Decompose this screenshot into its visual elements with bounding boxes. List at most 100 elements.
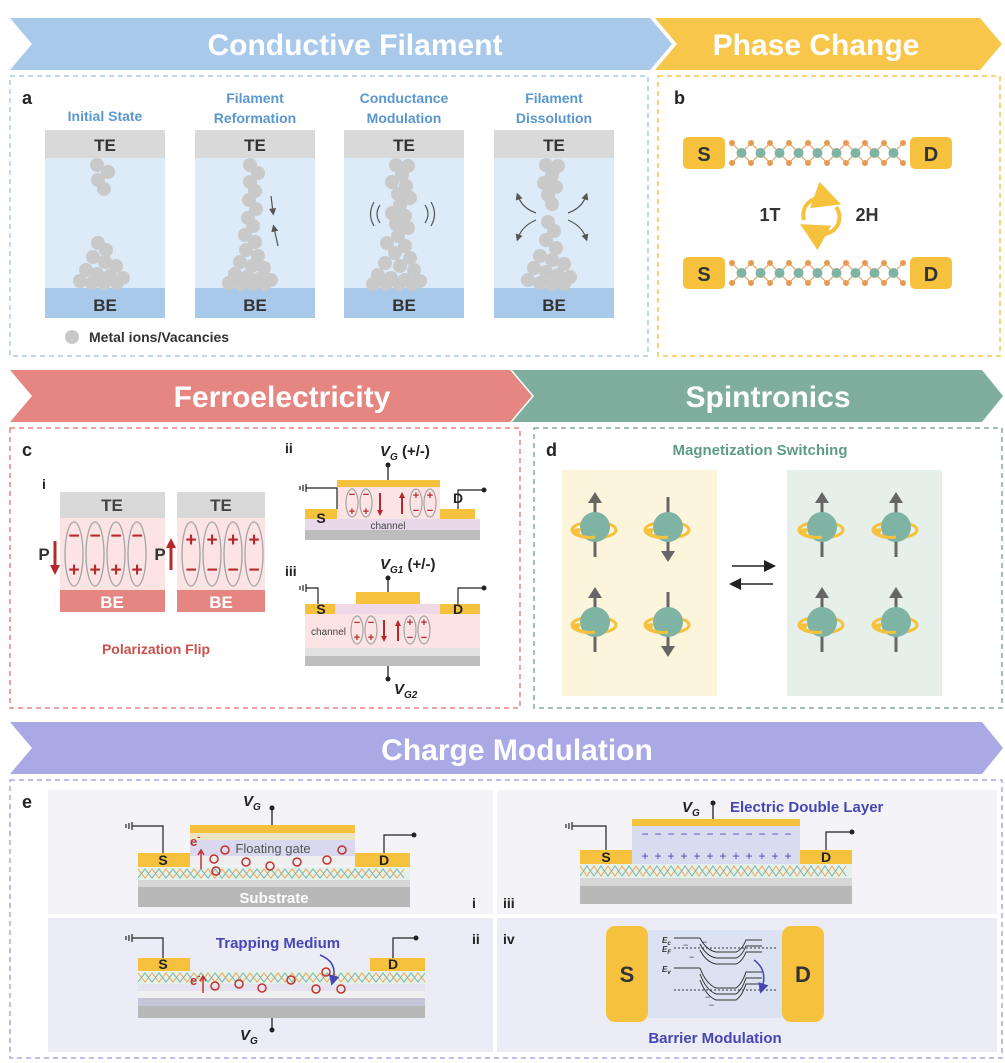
chalcogen-atom <box>786 160 792 166</box>
lattice-1t <box>729 140 906 166</box>
vg-label: VG <box>240 1027 258 1047</box>
floating-gate-label: Floating gate <box>235 841 310 856</box>
legend-label: Metal ions/Vacancies <box>89 329 229 345</box>
polarization-label: P <box>38 545 49 564</box>
drain-label: D <box>388 956 398 972</box>
negative-charge: − <box>706 827 713 841</box>
phase-2h-label: 2H <box>855 205 878 225</box>
chalcogen-atom <box>824 140 830 146</box>
chalcogen-atom <box>805 160 811 166</box>
state-box-left <box>562 470 717 696</box>
dipole-ellipses <box>181 521 264 587</box>
svg-text:−: − <box>131 526 142 547</box>
positive-charge: + <box>706 849 713 863</box>
source-label: S <box>316 510 325 526</box>
channel-label: channel <box>370 521 405 532</box>
negative-charge: − <box>680 827 687 841</box>
device-conductance-modulation: TE BE <box>344 130 464 318</box>
svg-text:+: + <box>185 530 196 551</box>
panel-a-border <box>9 75 649 357</box>
strand <box>579 865 847 877</box>
precession-arrowhead <box>872 528 882 537</box>
banner-ferro-title: Ferroelectricity <box>174 381 391 414</box>
panel-a-letter: a <box>22 88 33 108</box>
precession-arrowhead <box>571 528 581 537</box>
device-filament-dissolution: TE BE <box>494 130 614 318</box>
electron-sphere <box>807 607 837 637</box>
spin-arrowhead <box>588 492 602 503</box>
arrow-down-icon <box>50 565 60 575</box>
be-label: BE <box>209 593 233 612</box>
barrier-modulation-label: Barrier Modulation <box>648 1030 781 1047</box>
chalcogen-atom <box>767 160 773 166</box>
ion-cluster <box>222 158 278 291</box>
panel-e-sub-i: i <box>472 895 476 911</box>
phase-2h-device: S D <box>683 257 952 289</box>
svg-text:+: + <box>89 560 100 581</box>
chalcogen-atom <box>824 160 830 166</box>
negative-charge: − <box>745 827 752 841</box>
metal-atom <box>888 148 899 158</box>
electron-sphere <box>580 512 610 542</box>
strand <box>137 868 405 879</box>
svg-text:+: + <box>110 560 121 581</box>
trapping-medium-label: Trapping Medium <box>216 935 340 952</box>
spin-arrowhead <box>889 492 903 503</box>
source-label: S <box>158 852 167 868</box>
chalcogen-atom <box>786 260 792 266</box>
source-label: S <box>316 601 325 617</box>
chalcogen-atom <box>786 280 792 286</box>
negative-charge: − <box>641 827 648 841</box>
svg-text:+: + <box>363 506 369 518</box>
spin-up-icon <box>797 587 845 652</box>
chalcogen-atom <box>843 280 849 286</box>
positive-charge: + <box>654 849 661 863</box>
banner-phase-change: Phase Change <box>655 18 1002 70</box>
dipole-charges: −−−− ++++ <box>68 526 142 581</box>
be-label: BE <box>93 296 117 315</box>
electron-sphere <box>580 607 610 637</box>
metal-atom <box>812 148 823 158</box>
source-label: S <box>697 144 710 166</box>
channel-lattice <box>137 867 410 880</box>
channel-label: channel <box>311 627 346 638</box>
cycle-arrow-down <box>800 205 842 251</box>
chalcogen-atom <box>900 160 906 166</box>
svg-text:−: − <box>349 489 355 501</box>
svg-text:+: + <box>206 530 217 551</box>
banner-charge-modulation: Charge Modulation <box>10 722 1003 774</box>
precession-arrowhead <box>644 528 654 537</box>
spin-up-icon <box>871 492 919 557</box>
stage-1-line2: Initial State <box>68 108 143 124</box>
chalcogen-atom <box>729 260 735 266</box>
svg-text:+: + <box>407 617 413 629</box>
edl-charges: −+−+−+−+−+−+−+−+−+−+−+−+ <box>641 827 791 863</box>
phase-1t-label: 1T <box>759 205 780 225</box>
ef-label: EF <box>662 945 671 956</box>
be-label: BE <box>100 593 124 612</box>
metal-atom <box>850 148 861 158</box>
electron-sphere <box>653 607 683 637</box>
metal-atom <box>869 268 880 278</box>
source-label: S <box>601 849 610 865</box>
vg-label: VG <box>243 793 261 813</box>
trap-charges: −−−−− <box>683 937 714 1010</box>
svg-text:+: + <box>248 530 259 551</box>
vg-label: VG (+/-) <box>380 443 430 463</box>
dipole-charges: ++++ −−−− <box>185 530 259 581</box>
channel-lattice <box>579 864 852 878</box>
svg-text:+: + <box>421 617 427 629</box>
spin-up-icon <box>570 492 618 557</box>
svg-text:−: − <box>354 617 360 629</box>
metal-atom <box>736 268 747 278</box>
drain-label: D <box>453 601 463 617</box>
negative-charge: − <box>771 827 778 841</box>
chalcogen-atom <box>900 280 906 286</box>
panel-c-sub-i: i <box>42 476 46 492</box>
ferro-capacitor-up: TE BE ++++ −−−− P <box>154 492 265 612</box>
polarization-flip-caption: Polarization Flip <box>102 641 210 657</box>
banner-spin-title: Spintronics <box>685 381 850 414</box>
ev-label: Ev <box>662 965 671 976</box>
source-label: S <box>697 264 710 286</box>
te-label: TE <box>101 496 123 515</box>
